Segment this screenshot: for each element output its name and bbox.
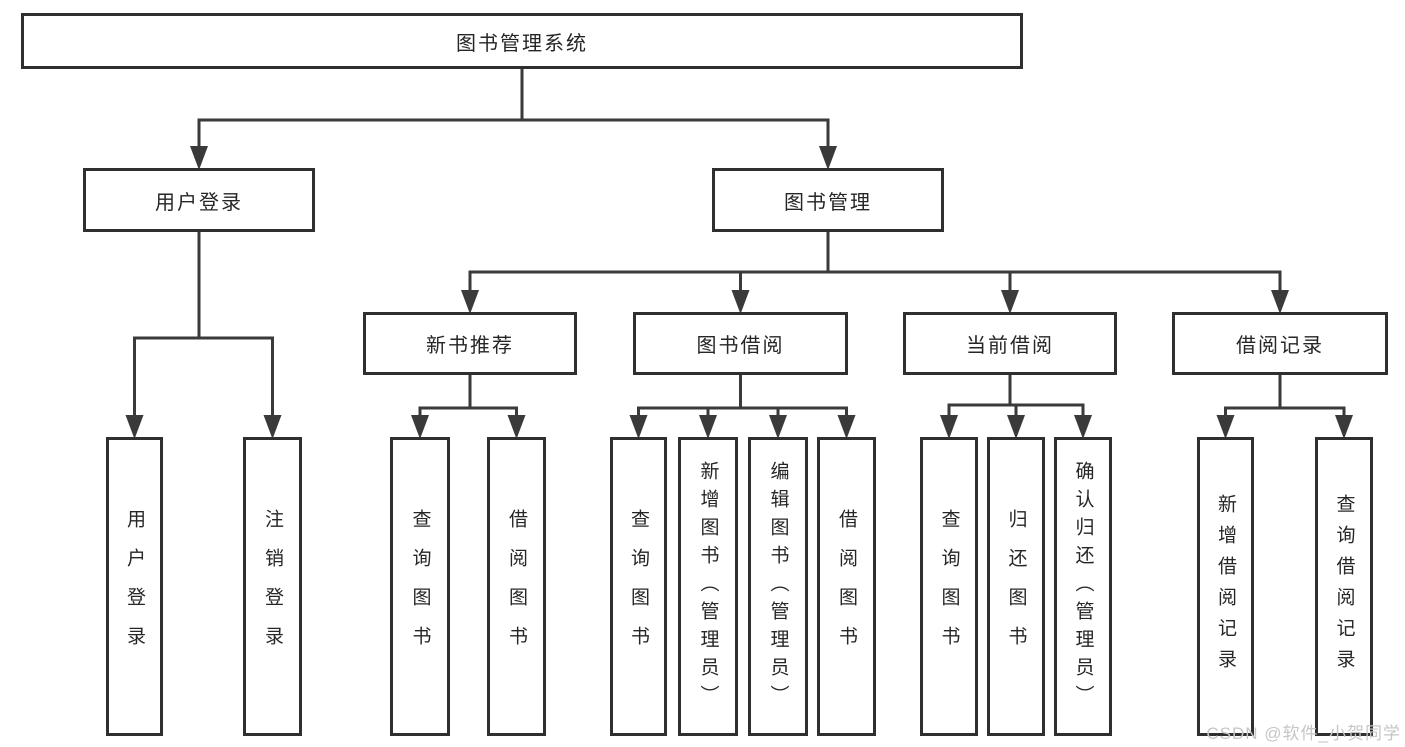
node-system: 图书管理系统 xyxy=(21,13,1023,69)
arrowhead xyxy=(461,290,479,314)
node-label-system: 图书管理系统 xyxy=(456,32,588,55)
node-leaf-logout: 注销登录 xyxy=(243,437,302,736)
arrowhead xyxy=(1271,290,1289,314)
node-label-leaf-bb-borrow: 借阅图书 xyxy=(836,508,857,665)
arrowhead xyxy=(940,415,958,439)
node-leaf-nb-query: 查询图书 xyxy=(390,437,450,736)
arrowhead xyxy=(769,415,787,439)
node-leaf-user-login: 用户登录 xyxy=(106,437,163,736)
node-current-borrowing: 当前借阅 xyxy=(903,312,1117,375)
node-label-leaf-bb-add: 新增图书（管理员） xyxy=(697,460,719,713)
arrowhead xyxy=(837,415,856,439)
arrowhead xyxy=(1074,415,1092,439)
node-label-borrowing-records: 借阅记录 xyxy=(1236,335,1324,357)
arrowhead xyxy=(190,146,208,170)
node-label-leaf-br-query: 查询借阅记录 xyxy=(1333,493,1355,680)
node-label-leaf-logout: 注销登录 xyxy=(262,508,283,665)
arrowhead xyxy=(1001,290,1019,314)
arrowhead xyxy=(1335,415,1353,439)
arrowhead xyxy=(1007,415,1025,439)
arrowhead xyxy=(507,415,526,439)
node-leaf-bb-add: 新增图书（管理员） xyxy=(678,437,738,736)
arrowhead xyxy=(819,146,837,170)
node-label-leaf-nb-query: 查询图书 xyxy=(409,508,431,665)
node-leaf-bb-borrow: 借阅图书 xyxy=(817,437,876,736)
node-label-user-login: 用户登录 xyxy=(155,191,243,214)
node-label-new-book-recommend: 新书推荐 xyxy=(426,335,514,357)
node-label-leaf-user-login: 用户登录 xyxy=(124,508,145,665)
node-label-current-borrowing: 当前借阅 xyxy=(966,335,1054,357)
node-leaf-bb-query: 查询图书 xyxy=(610,437,667,736)
node-label-leaf-cb-query: 查询图书 xyxy=(938,508,960,665)
node-leaf-cb-return: 归还图书 xyxy=(987,437,1045,736)
arrowhead xyxy=(263,415,282,439)
node-label-leaf-br-add: 新增借阅记录 xyxy=(1215,493,1236,680)
arrowhead xyxy=(125,415,144,439)
node-borrowing-records: 借阅记录 xyxy=(1172,312,1388,375)
node-label-leaf-cb-confirm: 确认归还（管理员） xyxy=(1072,460,1094,713)
node-label-leaf-bb-query: 查询图书 xyxy=(628,508,649,665)
arrowhead xyxy=(1216,415,1235,439)
node-leaf-cb-query: 查询图书 xyxy=(920,437,978,736)
node-leaf-br-query: 查询借阅记录 xyxy=(1315,437,1373,736)
node-book-borrowing: 图书借阅 xyxy=(633,312,848,375)
arrowhead xyxy=(731,290,750,314)
watermark: CSDN @软件_小贺同学 xyxy=(1206,719,1401,744)
node-label-leaf-nb-borrow: 借阅图书 xyxy=(506,508,527,665)
node-leaf-cb-confirm: 确认归还（管理员） xyxy=(1054,437,1112,736)
node-label-book-management: 图书管理 xyxy=(784,191,872,214)
node-label-leaf-bb-edit: 编辑图书（管理员） xyxy=(767,460,789,713)
node-label-book-borrowing: 图书借阅 xyxy=(696,335,785,357)
node-book-management: 图书管理 xyxy=(712,168,944,232)
arrowhead xyxy=(699,415,717,439)
node-leaf-nb-borrow: 借阅图书 xyxy=(487,437,546,736)
watermark-text: CSDN @软件_小贺同学 xyxy=(1206,724,1401,743)
node-new-book-recommend: 新书推荐 xyxy=(363,312,577,375)
node-leaf-br-add: 新增借阅记录 xyxy=(1197,437,1254,736)
node-user-login: 用户登录 xyxy=(83,168,315,232)
node-leaf-bb-edit: 编辑图书（管理员） xyxy=(748,437,808,736)
arrowhead xyxy=(629,415,648,439)
arrowhead xyxy=(411,415,429,439)
node-label-leaf-cb-return: 归还图书 xyxy=(1005,508,1027,665)
